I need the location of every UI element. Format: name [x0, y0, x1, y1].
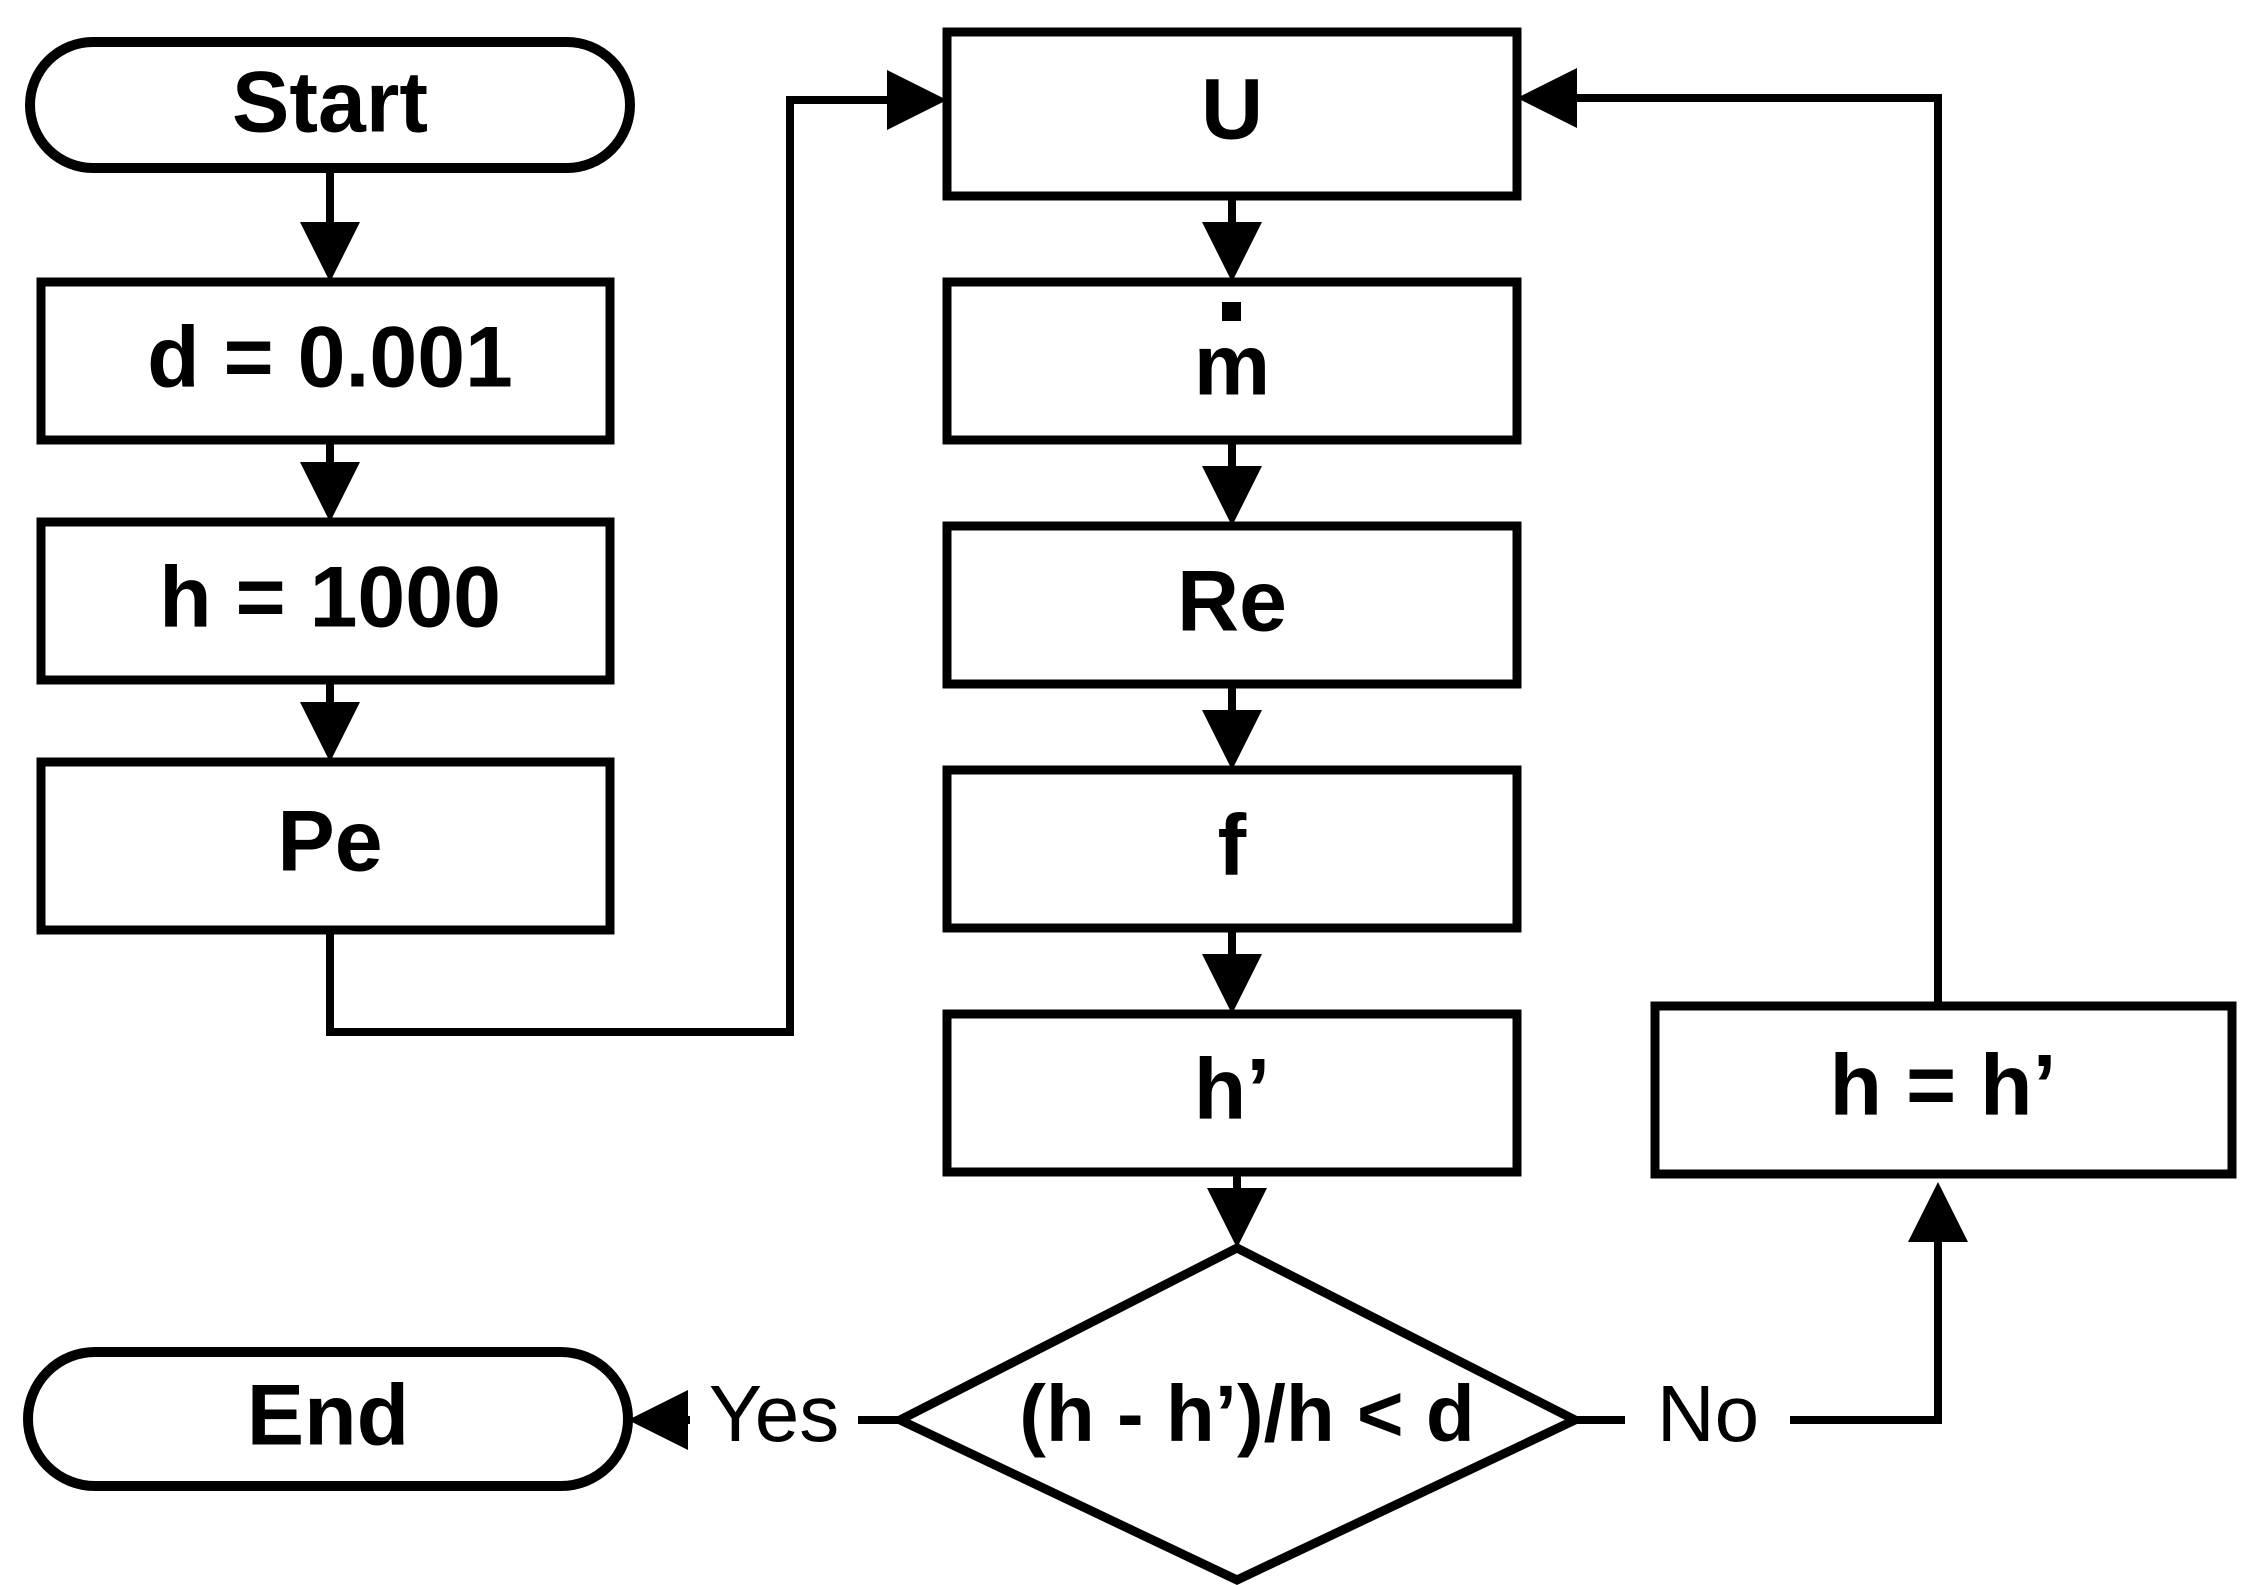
edge-start-to-set-d: [300, 168, 360, 282]
node-decision-label: (h - h’)/h < d: [1019, 1369, 1474, 1458]
edge-re-to-f: [1202, 684, 1262, 770]
edge-mdot-to-re: [1202, 440, 1262, 526]
node-start[interactable]: Start: [25, 37, 635, 173]
node-set-h[interactable]: h = 1000: [36, 517, 615, 685]
edge-label-no: No: [1657, 1369, 1759, 1458]
edge-pe-to-u: [326, 70, 947, 1036]
node-decision[interactable]: (h - h’)/h < d: [889, 1242, 1586, 1585]
edge-hprime-to-decision: [1207, 1172, 1267, 1248]
node-mdot-label: m: [1194, 318, 1270, 414]
mdot-overdot-icon: [1222, 302, 1241, 321]
node-set-h-label: h = 1000: [159, 550, 501, 646]
node-mdot[interactable]: m: [942, 277, 1522, 445]
edge-f-to-hprime: [1202, 928, 1262, 1014]
edge-decision-no-to-update-h: [1575, 1182, 1968, 1424]
edge-set-d-to-set-h: [300, 440, 360, 522]
node-re[interactable]: Re: [942, 521, 1522, 689]
node-start-label: Start: [232, 55, 428, 151]
node-f-label: f: [1218, 798, 1247, 894]
node-u-label: U: [1201, 62, 1263, 158]
edge-set-h-to-pe: [300, 680, 360, 762]
edge-label-yes: Yes: [709, 1369, 840, 1458]
node-set-d-label: d = 0.001: [147, 310, 513, 406]
node-end[interactable]: End: [23, 1347, 633, 1491]
node-pe[interactable]: Pe: [36, 757, 615, 935]
node-hprime-label: h’: [1194, 1042, 1270, 1138]
node-end-label: End: [247, 1368, 409, 1464]
node-hprime[interactable]: h’: [942, 1009, 1522, 1177]
node-re-label: Re: [1177, 554, 1287, 650]
node-pe-label: Pe: [277, 794, 382, 890]
edge-u-to-mdot: [1202, 196, 1262, 282]
node-update-h-label: h = h’: [1830, 1038, 2057, 1134]
node-set-d[interactable]: d = 0.001: [36, 277, 615, 445]
node-f[interactable]: f: [942, 765, 1522, 933]
edge-update-h-to-u: [1517, 68, 1942, 1006]
node-update-h[interactable]: h = h’: [1650, 1001, 2237, 1179]
node-u[interactable]: U: [942, 27, 1522, 201]
